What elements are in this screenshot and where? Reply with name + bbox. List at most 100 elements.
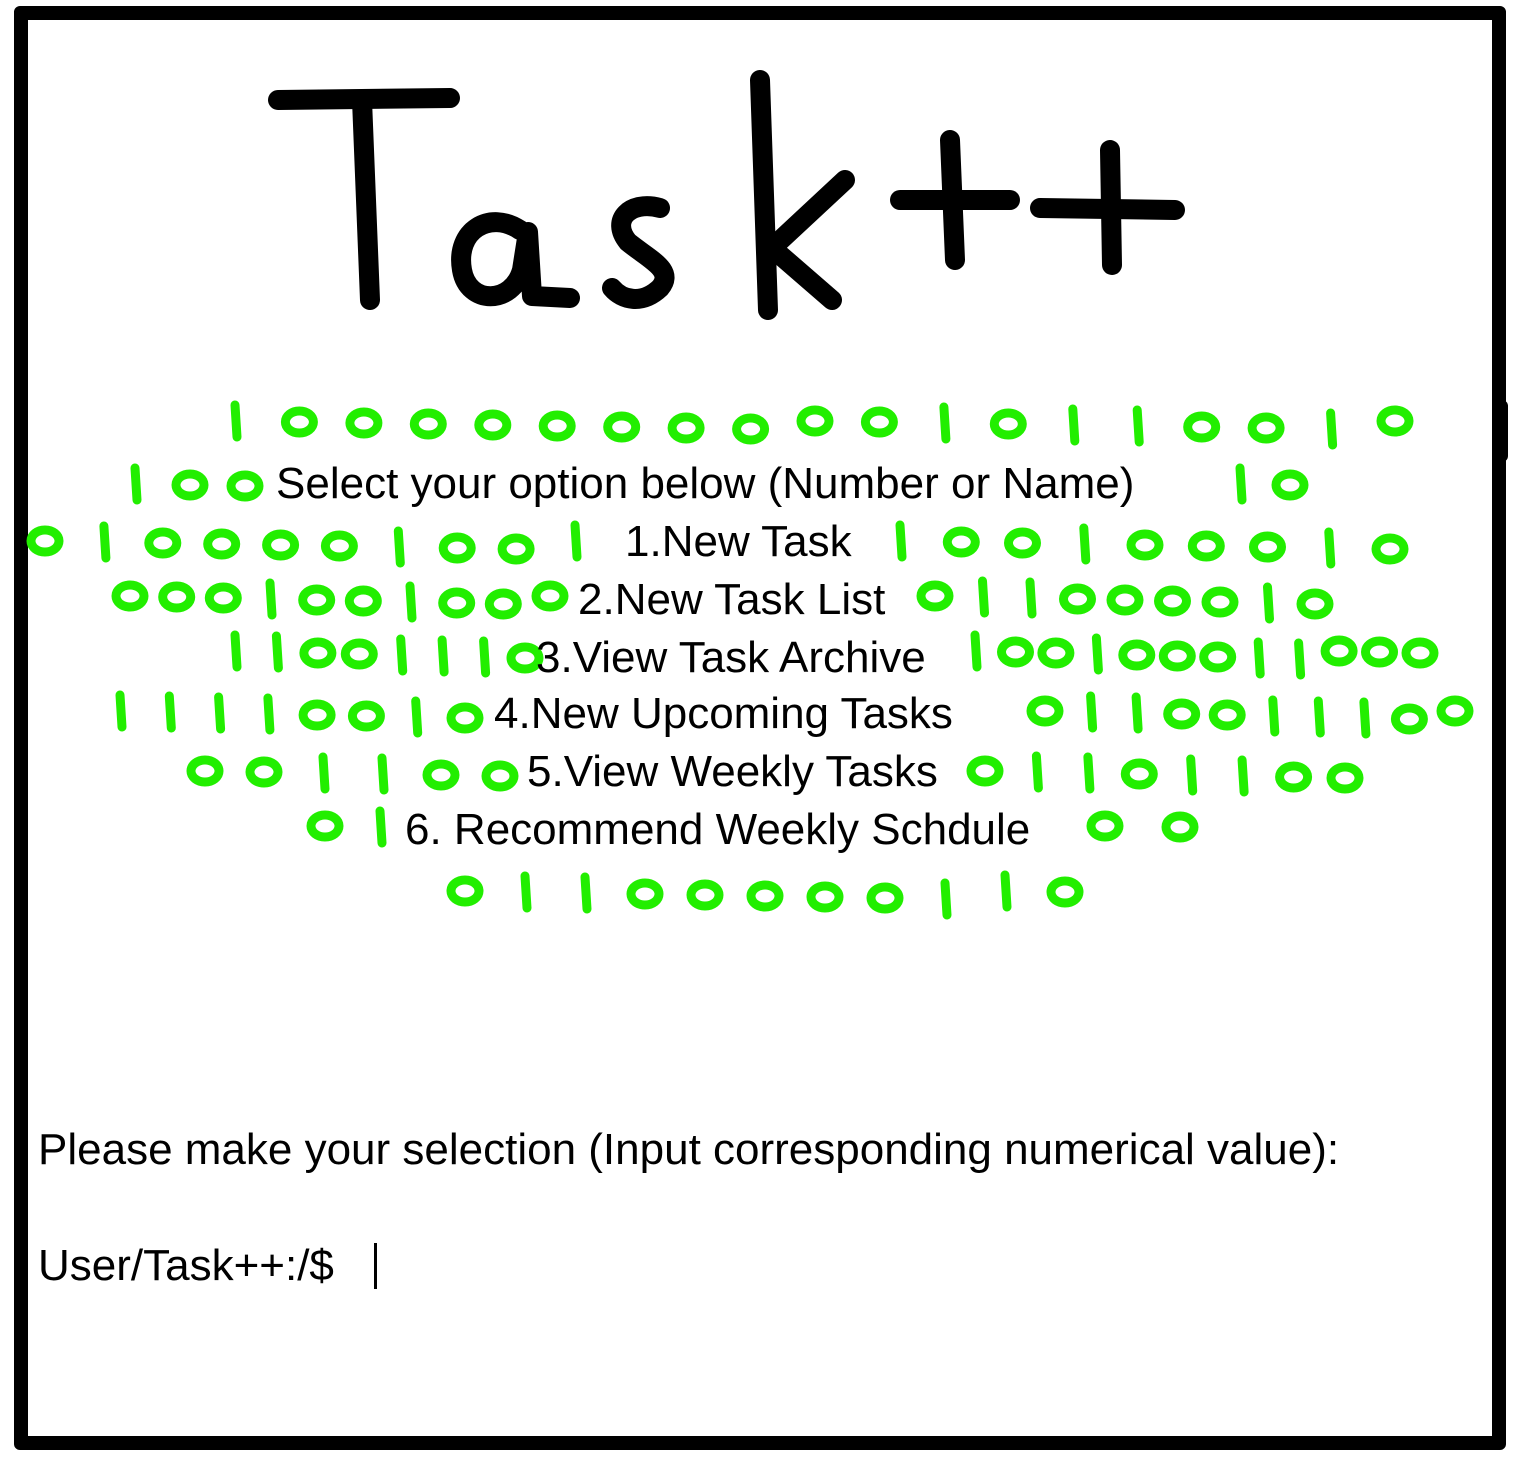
terminal-line: User/Task++:/$ <box>38 1240 377 1292</box>
binary-one-mark <box>1268 587 1270 619</box>
menu-option-new-upcoming-tasks[interactable]: 4.New Upcoming Tasks <box>494 689 953 738</box>
binary-zero-mark <box>511 647 539 669</box>
binary-zero-mark <box>1163 645 1191 667</box>
binary-zero-mark <box>1168 703 1196 725</box>
binary-zero-mark <box>1031 700 1059 722</box>
binary-one-mark <box>323 757 325 789</box>
binary-one-mark <box>382 758 384 790</box>
binary-one-mark <box>1240 468 1242 500</box>
binary-one-mark <box>900 525 902 557</box>
binary-zero-mark <box>865 411 893 433</box>
binary-zero-mark <box>479 414 507 436</box>
binary-zero-mark <box>1366 641 1394 663</box>
binary-zero-mark <box>994 413 1022 435</box>
binary-zero-mark <box>1381 410 1409 432</box>
binary-zero-mark <box>345 643 373 665</box>
binary-zero-mark <box>811 886 839 908</box>
binary-zero-mark <box>191 760 219 782</box>
binary-zero-mark <box>414 413 442 435</box>
binary-zero-mark <box>1206 591 1234 613</box>
binary-zero-mark <box>1376 538 1404 560</box>
binary-zero-mark <box>325 535 353 557</box>
binary-zero-mark <box>1441 700 1469 722</box>
binary-zero-mark <box>1009 532 1037 554</box>
binary-zero-mark <box>1002 641 1030 663</box>
binary-zero-mark <box>631 883 659 905</box>
binary-one-mark <box>1137 410 1139 442</box>
binary-zero-mark <box>1131 534 1159 556</box>
binary-one-mark <box>1318 701 1320 733</box>
binary-zero-mark <box>350 412 378 434</box>
binary-zero-mark <box>737 418 765 440</box>
binary-one-mark <box>104 526 106 558</box>
menu-option-view-weekly-tasks[interactable]: 5.View Weekly Tasks <box>527 747 938 796</box>
binary-zero-mark <box>1406 642 1434 664</box>
binary-zero-mark <box>751 885 779 907</box>
binary-zero-mark <box>1125 763 1153 785</box>
binary-zero-mark <box>1276 474 1304 496</box>
binary-one-mark <box>1258 642 1260 674</box>
binary-one-mark <box>235 405 237 437</box>
binary-one-mark <box>525 876 527 908</box>
binary-zero-mark <box>1042 642 1070 664</box>
binary-one-mark <box>120 695 122 727</box>
binary-zero-mark <box>267 534 295 556</box>
menu-option-new-task[interactable]: 1.New Task <box>625 517 852 566</box>
binary-zero-mark <box>1325 640 1353 662</box>
binary-one-mark <box>575 525 577 557</box>
binary-one-mark <box>135 468 137 500</box>
binary-one-mark <box>1331 413 1333 445</box>
menu-option-new-task-list[interactable]: 2.New Task List <box>578 575 886 624</box>
binary-one-mark <box>983 581 985 613</box>
binary-zero-mark <box>149 532 177 554</box>
binary-one-mark <box>1096 638 1098 670</box>
binary-zero-mark <box>1159 590 1187 612</box>
binary-zero-mark <box>285 411 313 433</box>
binary-zero-mark <box>536 585 564 607</box>
binary-zero-mark <box>443 592 471 614</box>
terminal-path: User/Task++:/$ <box>38 1241 334 1290</box>
binary-zero-mark <box>1252 417 1280 439</box>
window-frame <box>14 6 1506 1450</box>
binary-zero-mark <box>443 537 471 559</box>
binary-one-mark <box>169 696 171 728</box>
selection-prompt: Please make your selection (Input corres… <box>38 1125 1340 1174</box>
binary-zero-mark <box>921 585 949 607</box>
binary-one-mark <box>1136 697 1138 729</box>
text-cursor <box>373 1243 377 1289</box>
binary-one-mark <box>410 586 412 618</box>
binary-zero-mark <box>672 417 700 439</box>
binary-zero-mark <box>1166 816 1194 838</box>
menu-option-recommend-weekly-schedule[interactable]: 6. Recommend Weekly Schdule <box>405 805 1031 854</box>
binary-zero-mark <box>1051 881 1079 903</box>
binary-zero-mark <box>250 761 278 783</box>
frame-notch <box>1494 400 1508 462</box>
binary-one-mark <box>416 701 418 733</box>
binary-zero-mark <box>31 530 59 552</box>
binary-zero-mark <box>1204 646 1232 668</box>
binary-zero-mark <box>303 589 331 611</box>
menu-option-view-task-archive[interactable]: 3.View Task Archive <box>536 633 926 682</box>
binary-one-mark <box>1242 760 1244 792</box>
binary-zero-mark <box>352 705 380 727</box>
binary-zero-mark <box>1301 593 1329 615</box>
binary-zero-mark <box>451 707 479 729</box>
binary-zero-mark <box>486 765 514 787</box>
app-logo <box>268 70 1185 320</box>
binary-zero-mark <box>427 764 455 786</box>
binary-zero-mark <box>304 642 332 664</box>
binary-zero-mark <box>543 415 571 437</box>
binary-zero-mark <box>1280 766 1308 788</box>
binary-one-mark <box>944 407 946 439</box>
binary-one-mark <box>401 639 403 671</box>
binary-one-mark <box>585 877 587 909</box>
binary-zero-mark <box>947 531 975 553</box>
binary-zero-mark <box>311 815 339 837</box>
binary-one-mark <box>1091 696 1093 728</box>
binary-one-mark <box>398 531 400 563</box>
binary-zero-mark <box>208 533 236 555</box>
binary-zero-mark <box>349 590 377 612</box>
terminal-input[interactable] <box>420 1240 1420 1292</box>
binary-zero-mark <box>1188 416 1216 438</box>
binary-one-mark <box>1084 528 1086 560</box>
